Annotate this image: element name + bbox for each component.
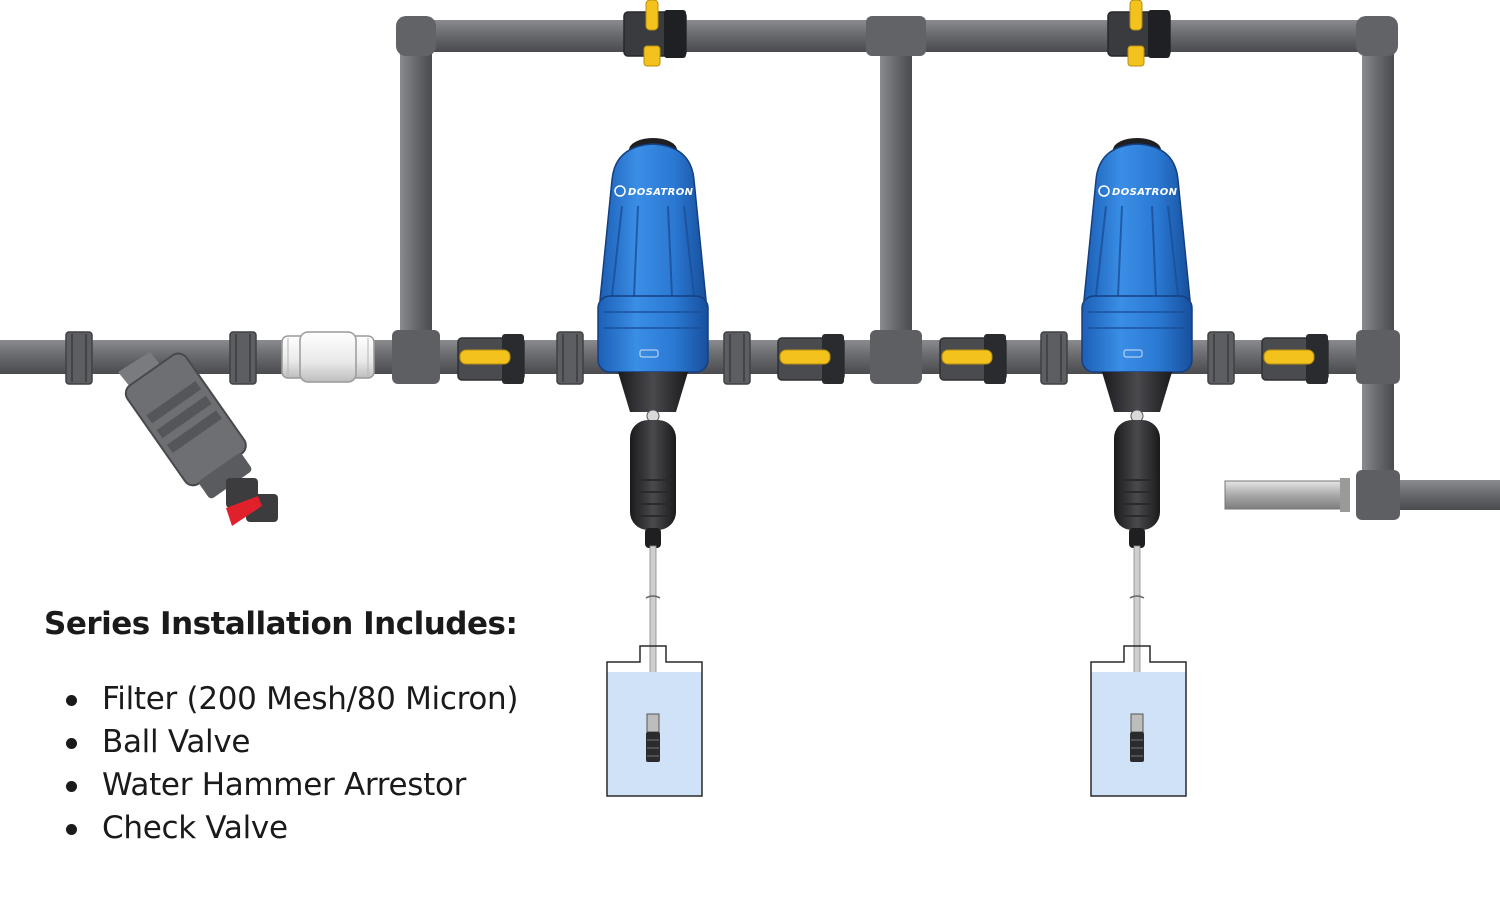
ball-valve-icon[interactable] xyxy=(1261,334,1329,384)
ball-valve-icon[interactable] xyxy=(623,0,687,67)
solution-tank-icon xyxy=(1090,545,1187,797)
legend-item-check-valve: Check Valve xyxy=(44,807,604,850)
y-filter-icon xyxy=(118,352,278,526)
dosatron-logo: DOSATRON xyxy=(1112,187,1178,198)
water-hammer-arrestor-icon xyxy=(1224,478,1350,512)
installation-legend: Series Installation Includes: Filter (20… xyxy=(44,606,604,850)
dosatron-injector-icon: DOSATRON xyxy=(1081,138,1193,548)
legend-item-ball-valve: Ball Valve xyxy=(44,721,604,764)
ball-valves-bypass[interactable] xyxy=(623,0,1171,67)
dosatron-injector-icon: DOSATRON xyxy=(597,138,709,548)
ball-valve-icon[interactable] xyxy=(457,334,525,384)
check-valve-icon xyxy=(281,331,375,383)
ball-valve-icon[interactable] xyxy=(1107,0,1171,67)
legend-title: Series Installation Includes: xyxy=(44,606,518,642)
ball-valve-icon[interactable] xyxy=(939,334,1007,384)
union-rib-lines xyxy=(71,334,1229,382)
solution-tank-icon xyxy=(606,545,703,797)
legend-item-water-hammer-arrestor: Water Hammer Arrestor xyxy=(44,764,604,807)
dosatron-logo: DOSATRON xyxy=(628,187,694,198)
legend-list: Filter (200 Mesh/80 Micron) Ball Valve W… xyxy=(44,678,604,850)
legend-item-filter: Filter (200 Mesh/80 Micron) xyxy=(44,678,604,721)
ball-valves-main[interactable] xyxy=(457,334,1329,384)
ball-valve-icon[interactable] xyxy=(777,334,845,384)
